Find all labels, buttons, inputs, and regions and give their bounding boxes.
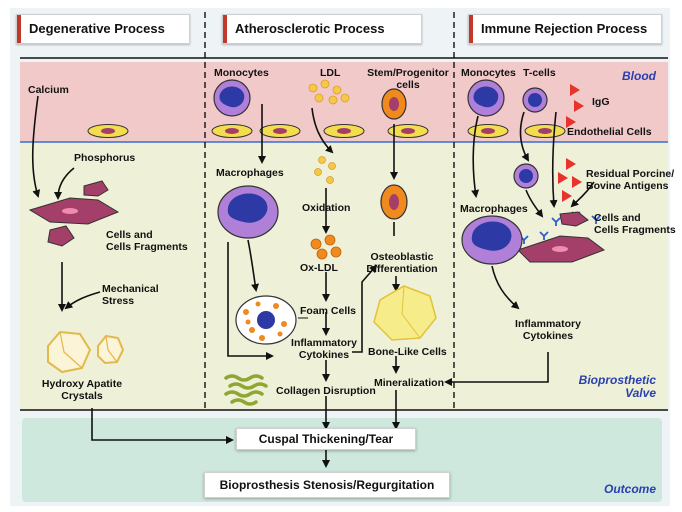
label-immune-cells-line2: Cells Fragments [594, 224, 676, 236]
label-osteo-line2: Differentiation [366, 263, 438, 275]
region-label-blood: Blood [622, 69, 656, 83]
fragment-shape [559, 211, 589, 227]
label-residual-line1: Residual Porcine/ [586, 168, 675, 180]
igg-antigens [566, 84, 584, 128]
ox-ldl-particles [310, 234, 342, 260]
monocyte-cell [213, 79, 251, 117]
phosphorus-arrow [54, 167, 75, 200]
endothelial-cells [87, 124, 566, 138]
macrophage-to-cytokines-arrow [227, 242, 274, 360]
macrophage-to-foam-arrow [247, 239, 259, 292]
header-accent-bar [17, 15, 21, 43]
outcome-band [22, 418, 662, 502]
label-residual-line2: Bovine Antigens [586, 180, 669, 192]
collagen-fibers [224, 374, 268, 406]
header-degenerative: Degenerative Process [16, 14, 190, 44]
label-t-cells: T-cells [523, 67, 556, 79]
label-stem-line1: Stem/Progenitor [367, 67, 449, 79]
label-igg: IgG [592, 96, 610, 108]
label-collagen-disruption: Collagen Disruption [276, 385, 376, 397]
valve-band [20, 142, 668, 410]
box-cuspal-thickening: Cuspal Thickening/Tear [236, 428, 416, 450]
stem-cell [381, 88, 407, 120]
label-mineralization: Mineralization [374, 377, 445, 389]
label-foam-cells: Foam Cells [300, 305, 357, 317]
label-monocytes: Monocytes [214, 67, 269, 79]
t-cell-down-arrow [525, 189, 544, 218]
label-infl-line1: Inflammatory [291, 337, 357, 349]
immune-macrophage-arrow [491, 265, 520, 310]
label-immune-infl-line1: Inflammatory [515, 318, 581, 330]
fragment-shape [83, 180, 109, 197]
crystal-shape [97, 334, 125, 365]
fragment-shape [47, 225, 75, 247]
label-macrophages: Macrophages [216, 167, 284, 179]
t-cell [522, 87, 548, 113]
label-cells-line1: Cells and [106, 229, 153, 241]
label-endothelial-cells: Endothelial Cells [567, 126, 652, 138]
foam-cell [235, 295, 297, 345]
immune-damaged-cell-nucleus [552, 246, 568, 252]
label-stem-line2: cells [396, 79, 420, 91]
immune-cytokines-to-mineral-arrow [444, 352, 549, 386]
ldl-particles [314, 156, 336, 184]
header-immune: Immune Rejection Process [468, 14, 662, 44]
monocyte-cell [467, 79, 505, 117]
igg-arrow [549, 111, 558, 208]
label-osteo-line1: Osteoblastic [370, 251, 434, 263]
osteoblast-cell [380, 184, 408, 220]
immune-macrophage-cell [461, 215, 523, 265]
region-label-valve-line1: Bioprosthetic [578, 373, 656, 387]
region-label-outcome: Outcome [603, 482, 656, 496]
label-cells-line2: Cells Fragments [106, 241, 188, 253]
label-immune-infl-line2: Cytokines [522, 330, 574, 342]
mechanical-stress-arrow [64, 291, 101, 310]
header-accent-bar [469, 15, 473, 43]
label-oxidation: Oxidation [302, 202, 351, 214]
macrophage-cell [217, 185, 279, 239]
t-cell-arrow [519, 111, 529, 162]
to-outcome-arrow [91, 408, 234, 444]
label-calcium: Calcium [28, 84, 69, 96]
label-stress-line1: Mechanical [102, 283, 159, 295]
crystal-shape [47, 330, 92, 374]
label-crystals-line1: Hydroxy Apatite [41, 378, 123, 390]
ldl-particles [308, 79, 350, 105]
ldl-arrow [311, 107, 334, 154]
label-stress-line2: Stress [102, 295, 135, 307]
bone-like-cells [373, 285, 437, 341]
header-atherosclerotic-title: Atherosclerotic Process [235, 21, 385, 36]
header-immune-title: Immune Rejection Process [481, 21, 648, 36]
cytokines-to-osteo-arrow [352, 264, 378, 353]
box-stenosis-regurgitation: Bioprosthesis Stenosis/Regurgitation [204, 472, 450, 498]
header-degenerative-title: Degenerative Process [29, 21, 165, 36]
degenerated-cell-nucleus [62, 208, 78, 214]
residual-antigens [558, 158, 582, 202]
calcium-arrow [31, 95, 41, 198]
label-crystals-line2: Crystals [61, 390, 103, 402]
region-label-valve-line2: Valve [625, 386, 656, 400]
label-bone-like-cells: Bone-Like Cells [368, 346, 447, 358]
immune-monocyte-arrow [471, 115, 480, 198]
label-infl-line2: Cytokines [298, 349, 350, 361]
label-immune-cells-line1: Cells and [594, 212, 641, 224]
t-cell [513, 163, 539, 189]
label-ldl: LDL [320, 67, 341, 79]
label-immune-monocytes: Monocytes [461, 67, 516, 79]
residual-arrow [570, 181, 595, 208]
header-atherosclerotic: Atherosclerotic Process [222, 14, 422, 44]
label-phosphorus: Phosphorus [74, 152, 136, 164]
header-accent-bar [223, 15, 227, 43]
label-ox-ldl: Ox-LDL [300, 262, 338, 274]
label-immune-macrophages: Macrophages [460, 203, 528, 215]
